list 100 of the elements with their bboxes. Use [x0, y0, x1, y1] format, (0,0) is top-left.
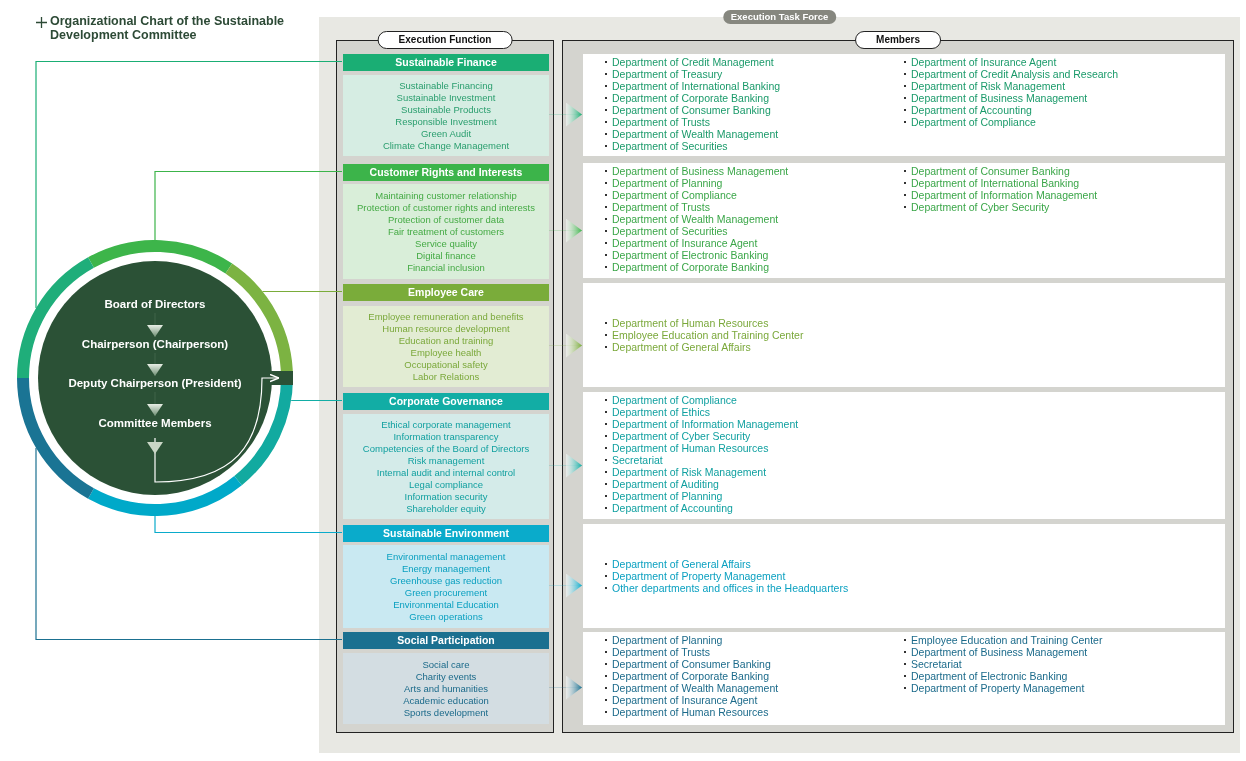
topic-item: Education and training — [398, 334, 494, 347]
category-header: Corporate Governance — [343, 393, 549, 410]
feedback-arrow — [154, 373, 280, 483]
member-item: Department of Business Management — [612, 165, 789, 177]
section-label: Execution Task Force — [722, 10, 837, 24]
member-item: Department of Property Management — [911, 682, 1085, 694]
category-header: Customer Rights and Interests — [343, 164, 549, 181]
member-list-box — [583, 632, 1225, 725]
topic-item: Green operations — [409, 610, 483, 623]
member-item: Department of Trusts — [612, 116, 711, 128]
topic-item: Ethical corporate management — [381, 418, 511, 431]
member-item: Department of Wealth Management — [612, 682, 779, 694]
member-item: Department of Insurance Agent — [911, 56, 1057, 68]
topic-item: Sustainable Financing — [399, 79, 493, 92]
topic-item: Occupational safety — [404, 358, 488, 371]
member-item: Department of Corporate Banking — [612, 670, 769, 682]
member-item: Department of Treasury — [612, 68, 723, 80]
topic-item: Sports development — [403, 706, 489, 719]
topic-item: Employee health — [410, 346, 482, 359]
topic-item: Fair treatment of customers — [387, 225, 505, 238]
topic-item: Protection of customer data — [387, 213, 505, 226]
topic-item: Environmental Education — [393, 598, 499, 611]
member-item: Department of Credit Analysis and Research — [911, 68, 1119, 80]
member-item: Department of Corporate Banking — [612, 92, 769, 104]
role-label: Deputy Chairperson (President) — [40, 376, 270, 392]
member-item: Department of Consumer Banking — [612, 104, 771, 116]
topic-item: Information transparency — [393, 430, 499, 443]
topic-item: Digital finance — [416, 249, 476, 262]
topic-list-box — [343, 306, 549, 387]
member-item: Department of Human Resources — [612, 442, 769, 454]
member-item: Department of Securities — [612, 225, 728, 237]
member-item: Department of Accounting — [911, 104, 1032, 116]
topic-item: Environmental management — [386, 550, 506, 563]
member-item: Department of Risk Management — [911, 80, 1066, 92]
category-header: Sustainable Environment — [343, 525, 549, 542]
member-item: Employee Education and Training Center — [612, 329, 804, 341]
topic-item: Labor Relations — [412, 370, 480, 383]
member-item: Other departments and offices in the Headquarters — [612, 582, 849, 594]
member-item: Department of Securities — [612, 140, 728, 152]
topic-item: Shareholder equity — [406, 502, 486, 515]
member-item: Department of Cyber Security — [612, 430, 751, 442]
member-item: Department of Electronic Banking — [612, 249, 769, 261]
topic-item: Internal audit and internal control — [376, 466, 516, 479]
member-item: Department of Electronic Banking — [911, 670, 1068, 682]
chart-title: Organizational Chart of the Sustainable Development Committee — [50, 14, 286, 42]
member-item: Department of General Affairs — [612, 558, 751, 570]
member-item: Department of Business Management — [911, 92, 1088, 104]
topic-item: Responsible Investment — [395, 115, 497, 128]
topic-item: Charity events — [415, 670, 477, 683]
member-item: Department of Insurance Agent — [612, 237, 758, 249]
member-item: Department of Accounting — [612, 502, 733, 514]
topic-item: Arts and humanities — [404, 682, 488, 695]
category-header: Employee Care — [343, 284, 549, 301]
member-item: Department of International Banking — [612, 80, 781, 92]
member-item: Department of Consumer Banking — [911, 165, 1070, 177]
member-item: Department of Information Management — [612, 418, 799, 430]
down-arrow — [147, 312, 163, 338]
member-item: Department of General Affairs — [612, 341, 751, 353]
category-header: Sustainable Finance — [343, 54, 549, 71]
member-item: Department of Compliance — [612, 394, 737, 406]
member-item: Department of Compliance — [612, 189, 737, 201]
member-item: Department of Consumer Banking — [612, 658, 771, 670]
member-item: Department of Corporate Banking — [612, 261, 769, 273]
role-label: Committee Members — [40, 416, 270, 432]
topic-list-box — [343, 184, 549, 279]
connector-line — [290, 399, 343, 402]
member-item: Department of Property Management — [612, 570, 786, 582]
member-list-box — [583, 524, 1225, 628]
member-item: Department of International Banking — [911, 177, 1080, 189]
member-list-box — [583, 283, 1225, 387]
connector-line — [154, 170, 343, 241]
topic-item: Service quality — [415, 237, 477, 250]
member-item: Department of Credit Management — [612, 56, 774, 68]
topic-item: Greenhouse gas reduction — [390, 574, 502, 587]
topic-item: Risk management — [407, 454, 485, 467]
topic-item: Social care — [422, 658, 470, 671]
topic-item: Green Audit — [420, 127, 472, 140]
member-item: Department of Compliance — [911, 116, 1036, 128]
topic-item: Protection of customer rights and interests — [357, 201, 535, 214]
connector-line — [35, 60, 343, 309]
role-label: Chairperson (Chairperson) — [40, 337, 270, 353]
topic-list-box — [343, 75, 549, 156]
member-list-box — [583, 163, 1225, 278]
member-item: Department of Wealth Management — [612, 213, 779, 225]
section-label: Execution Function — [377, 31, 513, 49]
topic-item: Academic education — [403, 694, 489, 707]
member-item: Department of Business Management — [911, 646, 1088, 658]
connector-line — [35, 447, 343, 641]
member-item: Department of Cyber Security — [911, 201, 1050, 213]
topic-list-box — [343, 414, 549, 519]
topic-item: Green procurement — [404, 586, 488, 599]
topic-list-box — [343, 545, 549, 628]
member-item: Secretariat — [911, 658, 962, 670]
topic-item: Competencies of the Board of Directors — [362, 442, 530, 455]
connector-line — [261, 290, 343, 293]
member-item: Department of Information Management — [911, 189, 1098, 201]
topic-list-box — [343, 653, 549, 724]
member-item: Secretariat — [612, 454, 663, 466]
member-item: Department of Planning — [612, 177, 723, 189]
topic-item: Human resource development — [382, 322, 510, 335]
